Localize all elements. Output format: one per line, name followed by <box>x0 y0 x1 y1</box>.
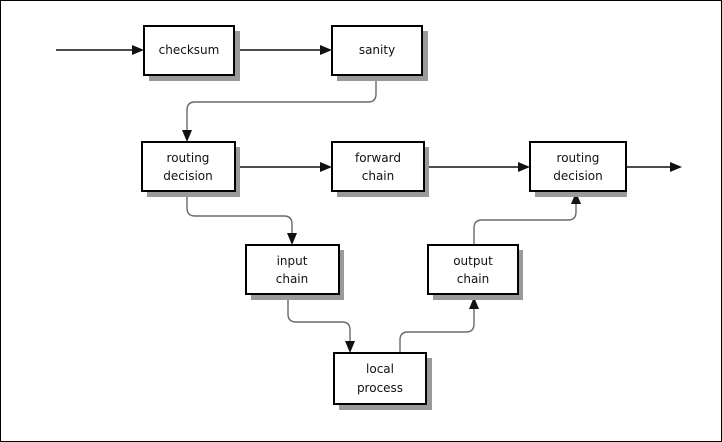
node-routing-decision-in-line1: routing <box>167 151 210 165</box>
node-routing-decision-in: routing decision <box>141 141 240 197</box>
node-input-chain-line1: input <box>277 254 308 268</box>
node-input-chain-line2: chain <box>276 272 309 286</box>
node-input-chain: input chain <box>245 244 344 300</box>
edge-routing-in-to-input <box>186 192 293 235</box>
node-forward-chain-line1: forward <box>355 151 401 165</box>
node-forward-chain: forward chain <box>331 141 429 197</box>
node-local-process-line1: local <box>366 362 394 376</box>
edge-input-to-local <box>287 296 351 343</box>
node-local-process-line2: process <box>357 381 403 395</box>
node-local-process: local process <box>333 352 432 410</box>
edges <box>56 45 682 353</box>
arrowhead-sanity <box>320 45 332 55</box>
node-output-chain-line2: chain <box>457 272 490 286</box>
arrowhead-routing-out-up <box>571 192 581 204</box>
node-checksum-label: checksum <box>159 43 220 57</box>
node-routing-decision-out-line1: routing <box>557 151 600 165</box>
node-sanity-label: sanity <box>359 43 395 57</box>
arrowhead-entry <box>132 45 144 55</box>
node-output-chain-line1: output <box>453 254 493 268</box>
node-forward-chain-line2: chain <box>362 169 395 183</box>
arrowhead-exit <box>670 162 682 172</box>
edge-output-to-routing-out <box>473 203 577 245</box>
node-sanity: sanity <box>331 25 428 81</box>
node-routing-decision-in-line2: decision <box>163 169 212 183</box>
arrowhead-local <box>345 341 355 353</box>
arrowhead-routing-out <box>518 162 530 172</box>
node-routing-decision-out: routing decision <box>529 141 627 197</box>
arrowhead-forward <box>320 162 332 172</box>
arrowhead-routing-in <box>182 130 192 142</box>
node-checksum: checksum <box>143 25 240 81</box>
node-output-chain: output chain <box>427 244 523 300</box>
arrowhead-input <box>287 233 297 245</box>
arrowhead-output <box>469 297 479 309</box>
edge-sanity-to-routing-in <box>186 80 377 132</box>
edge-local-to-output <box>399 308 475 352</box>
node-routing-decision-out-line2: decision <box>553 169 602 183</box>
